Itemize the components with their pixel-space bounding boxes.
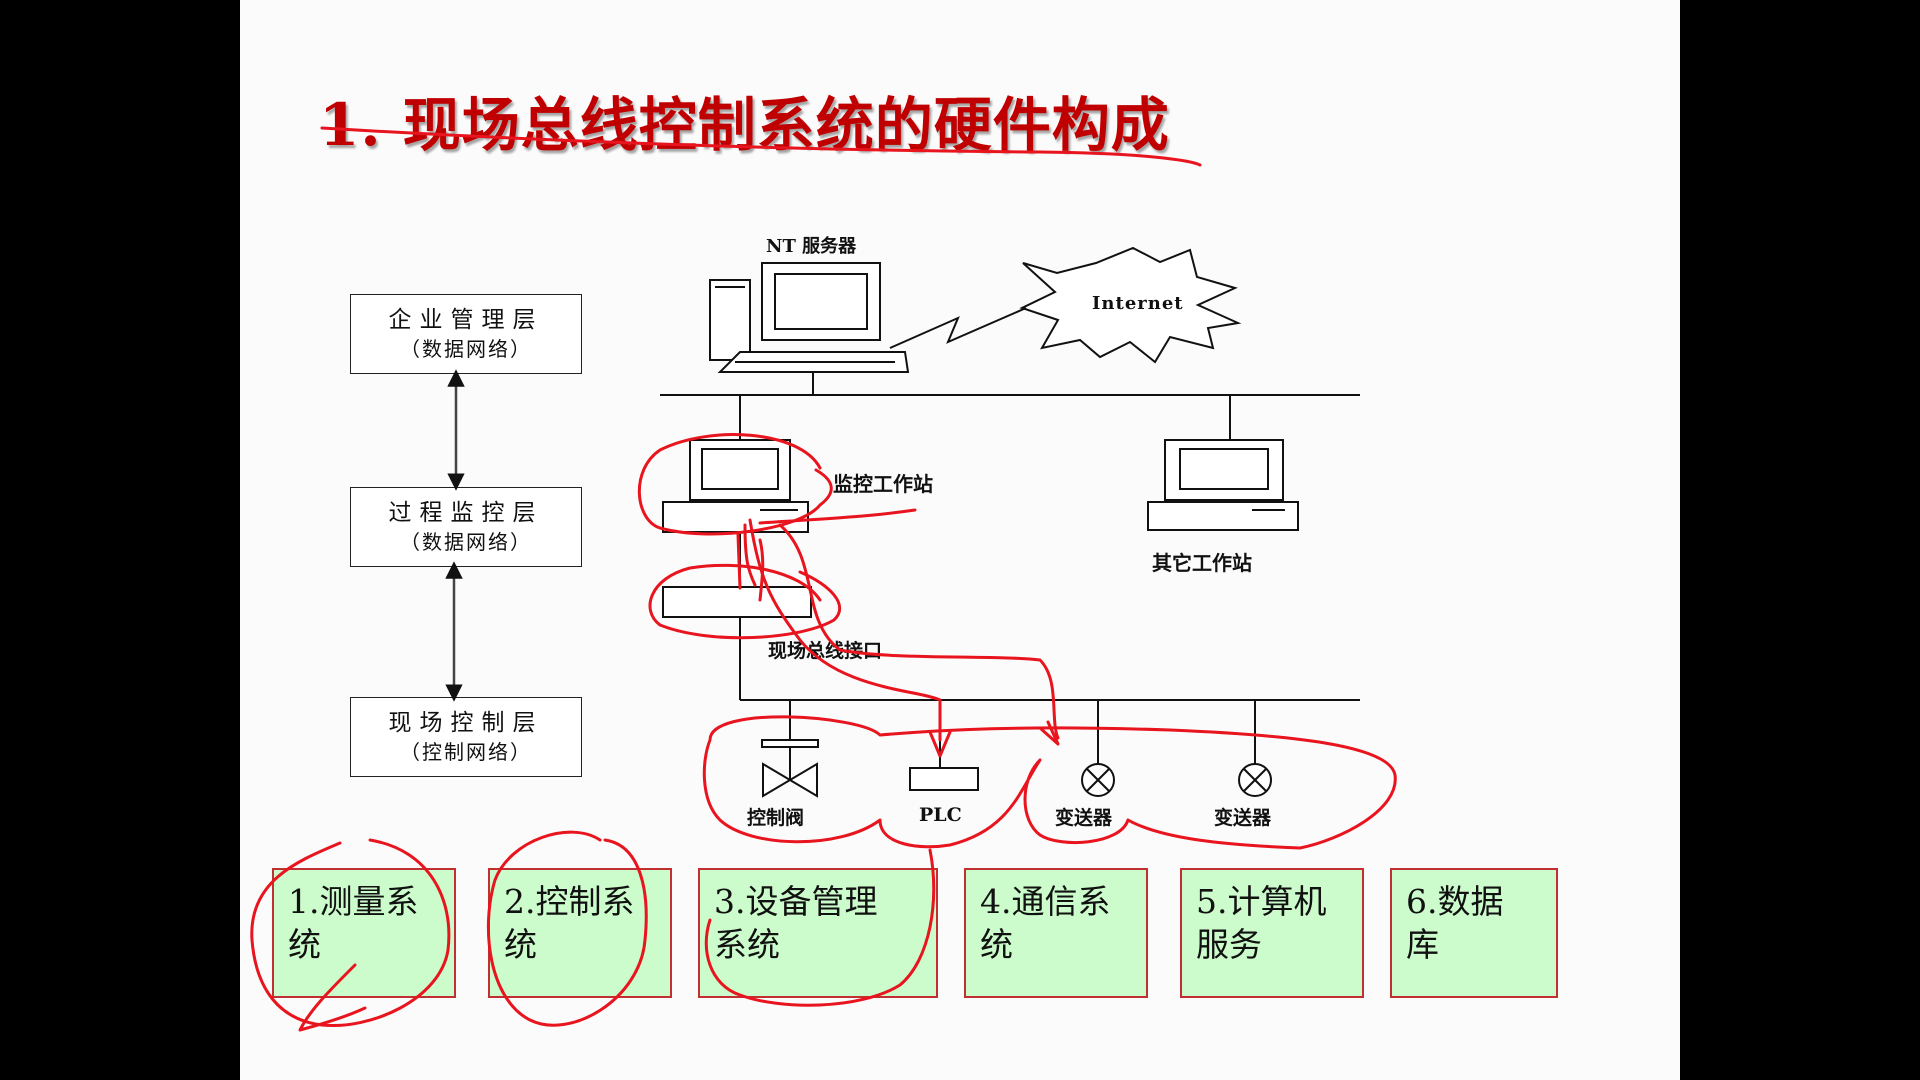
function-box-computer-service: 5.计算机 服务 (1180, 868, 1364, 998)
box-line2: 库 (1406, 925, 1439, 964)
pointer-line (758, 508, 917, 525)
box-line1: 测量系 (319, 882, 419, 921)
box-line2: 统 (288, 925, 321, 964)
layer-process-box: 过程监控层 （数据网络） (350, 487, 582, 567)
box-line2: 服务 (1196, 925, 1262, 964)
box-number: 3. (714, 882, 746, 921)
plc-icon (909, 767, 979, 791)
control-valve-icon (761, 739, 819, 798)
title-underline (320, 126, 1202, 167)
link-line-3 (778, 523, 1060, 740)
layer-sub: （数据网络） (400, 530, 532, 554)
box-number: 2. (504, 882, 536, 921)
layer-name: 过程监控层 (388, 500, 544, 526)
device-label-transmitter: 变送器 (1055, 807, 1113, 829)
monitor-workstation (662, 439, 809, 533)
box-number: 4. (980, 882, 1012, 921)
control-circle (486, 830, 648, 1027)
measurement-tail (298, 963, 367, 1032)
link-line-5 (758, 538, 765, 602)
other-workstation (1147, 439, 1299, 531)
fieldbus-interface-label: 现场总线接口 (768, 640, 883, 662)
internet-cloud (1019, 246, 1242, 364)
box-line1: 数据 (1437, 882, 1504, 921)
fieldbus-interface-box (662, 586, 812, 618)
lightning-link (889, 307, 1027, 349)
interface-circle (648, 563, 841, 640)
link-line-1 (748, 518, 942, 742)
box-line2: 统 (980, 925, 1013, 964)
slide: 1. 现场总线控制系统的硬件构成 企业管理层 （数据网络） 过程监控层 （数据网… (240, 0, 1680, 1080)
box-line1: 控制系 (535, 882, 635, 921)
nt-server-computer (709, 262, 910, 395)
box-line2: 系统 (714, 925, 780, 964)
layer-name: 企业管理层 (388, 307, 544, 333)
hand-drawn-annotations (250, 126, 1397, 1032)
device-label-plc: PLC (919, 804, 962, 826)
layer-name: 现场控制层 (388, 710, 544, 736)
function-box-control: 2.控制系 统 (488, 868, 672, 998)
transmitter-icon (1081, 763, 1115, 797)
box-line1: 通信系 (1011, 882, 1111, 921)
link-line-2 (743, 523, 757, 587)
link-line-4 (736, 533, 742, 590)
function-box-communication: 4.通信系 统 (964, 868, 1148, 998)
layer-enterprise-box: 企业管理层 （数据网络） (350, 294, 582, 374)
measurement-circle (250, 838, 451, 1028)
network-diagram (445, 246, 1360, 798)
nt-server-label: NT 服务器 (766, 236, 857, 257)
box-line2: 统 (504, 925, 537, 964)
function-box-database: 6.数据 库 (1390, 868, 1558, 998)
internet-label: Internet (1092, 293, 1184, 314)
box-number: 1. (288, 882, 320, 921)
devices-ellipse (702, 715, 1397, 850)
box-number: 6. (1406, 882, 1438, 921)
box-line1: 计算机 (1227, 882, 1327, 921)
plc-arrow-head (928, 730, 952, 758)
layer-field-box: 现场控制层 （控制网络） (350, 697, 582, 777)
device-label-valve: 控制阀 (747, 807, 805, 829)
transmitter-icon (1238, 763, 1272, 797)
box-line1: 设备管理 (745, 882, 878, 921)
workstation-circle (637, 433, 833, 536)
layer-sub: （控制网络） (400, 740, 532, 764)
layer-sub: （数据网络） (400, 337, 532, 361)
box-number: 5. (1196, 882, 1228, 921)
monitor-station-label: 监控工作站 (833, 472, 933, 496)
device-label-transmitter: 变送器 (1214, 807, 1272, 829)
equipment-circle (704, 848, 936, 1007)
function-box-measurement: 1.测量系 统 (272, 868, 456, 998)
other-station-label: 其它工作站 (1152, 551, 1252, 575)
function-box-equipment-management: 3.设备管理 系统 (698, 868, 938, 998)
